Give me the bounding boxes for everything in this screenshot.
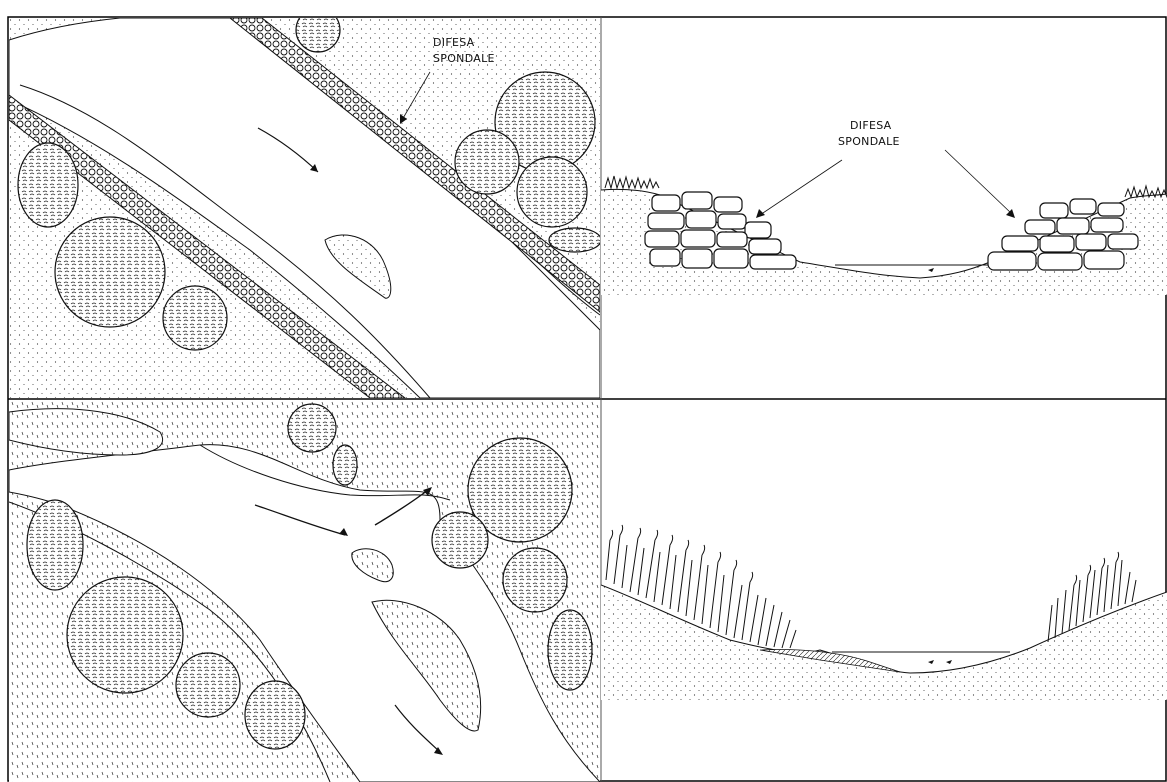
label-top-left-line1: DIFESA [433,36,475,49]
panel-top-right-cross-section [601,150,1167,295]
stone-wall-right [988,199,1138,270]
label-top-right-line2: SPONDALE [838,135,900,148]
panel-bottom-left-plan-view [9,400,600,782]
ground-section-natural [601,585,1167,700]
label-top-left-line2: SPONDALE [433,52,495,65]
panel-bottom-right-cross-section [601,525,1167,700]
panel-top-left-plan-view [9,8,601,398]
label-top-right-line1: DIFESA [850,119,892,132]
label-top-right: DIFESA SPONDALE [838,119,900,148]
